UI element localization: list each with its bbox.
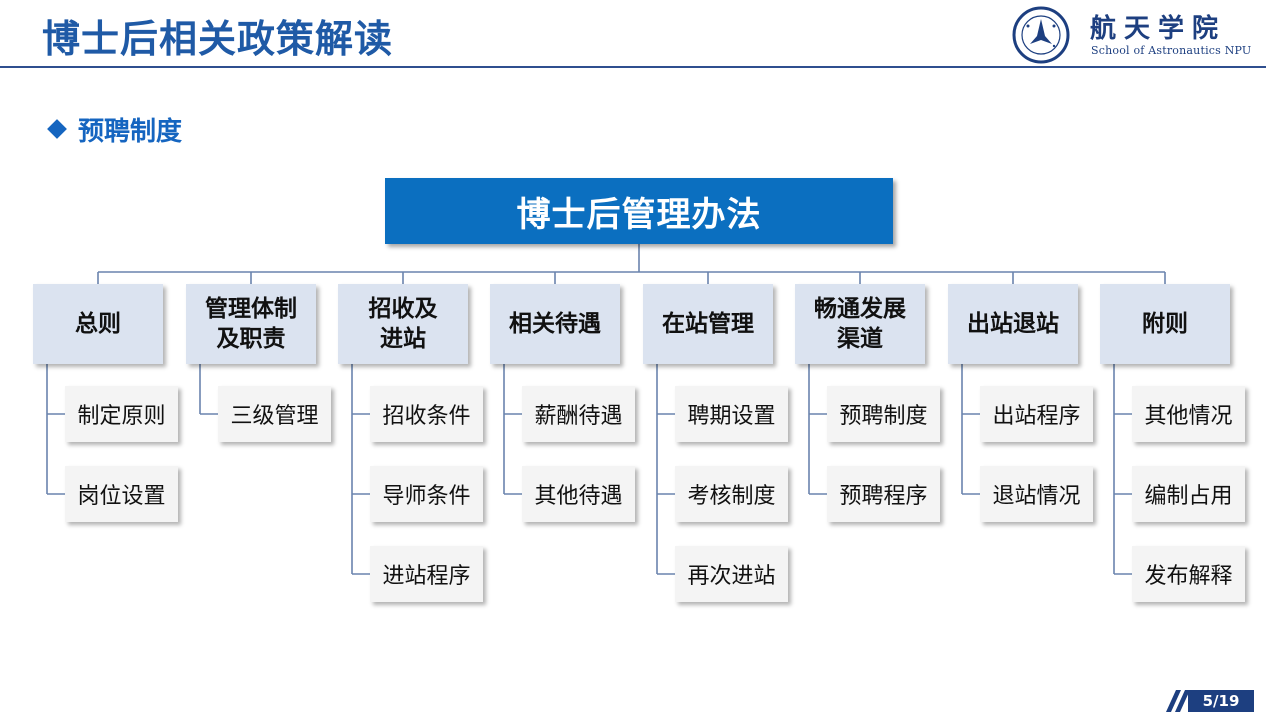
school-name-cn: 航天学院 — [1090, 14, 1227, 44]
slash-decoration-icon — [1166, 690, 1190, 712]
category-node: 管理体制及职责 — [186, 284, 316, 364]
sub-item-node: 进站程序 — [370, 546, 483, 602]
category-node: 附则 — [1100, 284, 1230, 364]
sub-item-node: 岗位设置 — [65, 466, 178, 522]
sub-item-node: 编制占用 — [1132, 466, 1245, 522]
category-node: 总则 — [33, 284, 163, 364]
category-node: 出站退站 — [948, 284, 1078, 364]
category-node: 招收及进站 — [338, 284, 468, 364]
sub-item-node: 出站程序 — [980, 386, 1093, 442]
category-node: 畅通发展渠道 — [795, 284, 925, 364]
sub-item-node: 薪酬待遇 — [522, 386, 635, 442]
page-title: 博士后相关政策解读 — [42, 17, 394, 61]
section-title: 预聘制度 — [78, 117, 183, 147]
sub-item-node: 其他情况 — [1132, 386, 1245, 442]
page-number: 5/19 — [1188, 690, 1254, 712]
sub-item-node: 退站情况 — [980, 466, 1093, 522]
sub-item-node: 考核制度 — [675, 466, 788, 522]
category-node: 相关待遇 — [490, 284, 620, 364]
sub-item-node: 预聘程序 — [827, 466, 940, 522]
sub-item-node: 其他待遇 — [522, 466, 635, 522]
diagram-root-node: 博士后管理办法 — [385, 178, 893, 244]
sub-item-node: 预聘制度 — [827, 386, 940, 442]
sub-item-node: 聘期设置 — [675, 386, 788, 442]
category-node: 在站管理 — [643, 284, 773, 364]
sub-item-node: 三级管理 — [218, 386, 331, 442]
sub-item-node: 制定原则 — [65, 386, 178, 442]
university-seal-icon — [1012, 6, 1070, 64]
school-name-en: School of Astronautics NPU — [1091, 44, 1252, 57]
sub-item-node: 招收条件 — [370, 386, 483, 442]
sub-item-node: 再次进站 — [675, 546, 788, 602]
sub-item-node: 发布解释 — [1132, 546, 1245, 602]
header-divider — [0, 66, 1266, 68]
sub-item-node: 导师条件 — [370, 466, 483, 522]
